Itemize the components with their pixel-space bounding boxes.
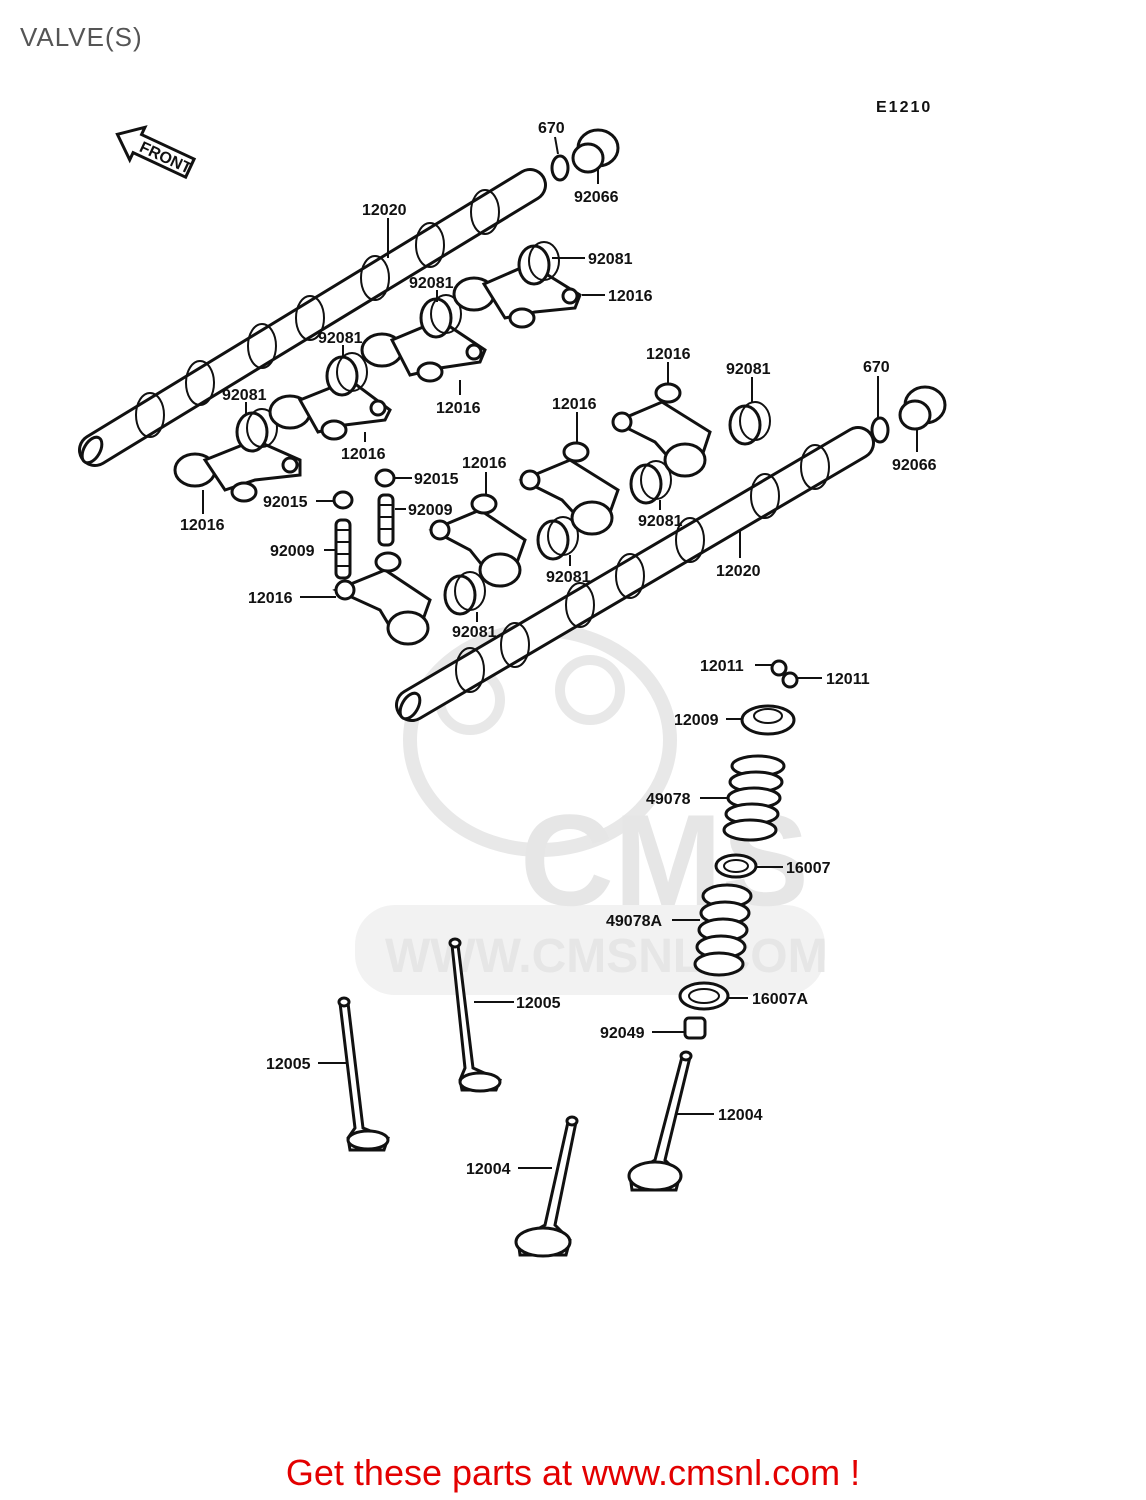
label-92081-b: 92081	[409, 275, 454, 292]
spring-lower-1	[443, 571, 486, 616]
rocker-arm-upper-2	[268, 378, 392, 441]
footer-link-text[interactable]: Get these parts at www.cmsnl.com !	[285, 1452, 861, 1493]
cotter-halves	[770, 659, 799, 689]
label-12016-d: 12016	[180, 517, 225, 534]
page-title: VALVE(S)	[20, 22, 143, 52]
spring-seat-16007	[714, 853, 758, 879]
adjust-screw-left	[334, 518, 352, 580]
label-12005-a: 12005	[516, 995, 561, 1012]
nut-left	[332, 490, 354, 510]
label-92066-right: 92066	[892, 457, 937, 474]
label-16007A: 16007A	[752, 991, 808, 1008]
label-92081-e: 92081	[726, 361, 771, 378]
label-12011-a: 12011	[700, 658, 744, 675]
rocker-arm-upper-1	[173, 438, 302, 503]
label-92009-b: 92009	[270, 543, 315, 560]
rocker-arm-upper-4	[452, 262, 582, 329]
plug-top	[571, 128, 620, 174]
label-92015-b: 92015	[263, 494, 308, 511]
diagram-code: E1210	[876, 99, 932, 116]
exhaust-valve-upper	[448, 937, 502, 1093]
nut-right	[374, 468, 396, 488]
label-92081-f: 92081	[638, 513, 683, 530]
valve-spring-inner	[693, 883, 753, 977]
label-92066-top: 92066	[574, 189, 619, 206]
leader-lines	[202, 136, 918, 1169]
label-92081-g: 92081	[546, 569, 591, 586]
label-12016-f: 12016	[552, 396, 597, 413]
label-92015-a: 92015	[414, 471, 459, 488]
valve-stem-seal	[683, 1016, 707, 1040]
label-92081-a: 92081	[588, 251, 633, 268]
spring-retainer	[740, 704, 796, 736]
front-arrow-icon: FRONT	[115, 125, 197, 180]
spring-upper-3	[419, 294, 462, 339]
intake-valve-left	[514, 1115, 579, 1258]
intake-valve-right	[627, 1050, 693, 1192]
label-12020-top: 12020	[362, 202, 407, 219]
camshaft-upper	[78, 168, 547, 467]
label-92009-a: 92009	[408, 502, 453, 519]
spring-upper-4	[517, 241, 560, 286]
watermark-site: WWW.CMSNL.COM	[385, 930, 828, 983]
rocker-arm-lower-3	[518, 441, 620, 536]
label-92081-h: 92081	[452, 624, 497, 641]
spring-upper-1	[235, 408, 278, 453]
label-12016-h: 12016	[248, 590, 293, 607]
label-12020-bottom: 12020	[716, 563, 761, 580]
label-92081-d: 92081	[222, 387, 267, 404]
label-92081-c: 92081	[318, 330, 363, 347]
label-49078A: 49078A	[606, 913, 662, 930]
valve-spring-outer	[722, 754, 786, 842]
rocker-arm-lower-2	[428, 493, 527, 588]
spring-upper-2	[325, 352, 368, 397]
label-12004-b: 12004	[466, 1161, 511, 1178]
o-ring-right	[870, 416, 890, 444]
label-92049: 92049	[600, 1025, 645, 1042]
o-ring-top	[550, 154, 570, 182]
adjust-screw-right	[377, 493, 395, 547]
spring-lower-3	[629, 460, 672, 505]
exhaust-valve-lower	[337, 996, 390, 1152]
label-12005-b: 12005	[266, 1056, 311, 1073]
exploded-parts-diagram: CMS WWW.CMSNL.COM FRONT E1210	[78, 99, 947, 1258]
rocker-arm-lower-1	[332, 551, 432, 646]
label-12009: 12009	[674, 712, 719, 729]
label-670-top: 670	[538, 120, 565, 137]
label-670-right: 670	[863, 359, 890, 376]
label-12016-c: 12016	[341, 446, 386, 463]
spring-lower-2	[536, 516, 579, 561]
label-12016-a: 12016	[608, 288, 653, 305]
label-12016-b: 12016	[436, 400, 481, 417]
spring-lower-4	[728, 401, 771, 446]
spring-seat-16007A	[678, 981, 730, 1011]
camshaft-lower	[395, 426, 875, 722]
label-12016-e: 12016	[646, 346, 691, 363]
label-12016-g: 12016	[462, 455, 507, 472]
label-49078: 49078	[646, 791, 691, 808]
rocker-arm-upper-3	[360, 318, 487, 383]
label-16007: 16007	[786, 860, 831, 877]
label-12011-b: 12011	[826, 671, 870, 688]
label-12004-a: 12004	[718, 1107, 763, 1124]
plug-right	[898, 385, 947, 431]
